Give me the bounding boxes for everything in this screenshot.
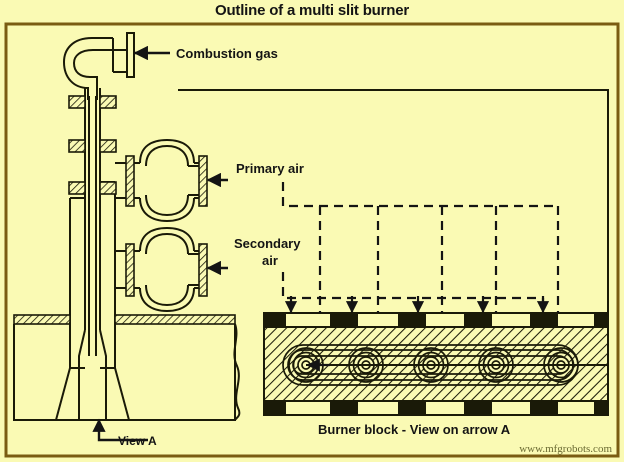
combustion-gas-route [178, 89, 609, 366]
flange-plate [125, 155, 135, 207]
secondary-air-label-line1: Secondary [234, 236, 301, 251]
primary-air-manifold [281, 182, 560, 313]
secondary-air-manifold [281, 272, 545, 310]
burner-nozzle-flare [55, 305, 130, 421]
primary-air-label: Primary air [236, 161, 304, 176]
flange-plate [68, 139, 86, 153]
view-a-label: View A [118, 434, 157, 448]
secondary-air-chamber [115, 226, 208, 313]
flange-plate [198, 155, 208, 207]
block-top-checkers [264, 313, 608, 327]
primary-air-chamber [115, 138, 208, 223]
flange-plate [99, 181, 117, 195]
flange-plate [125, 243, 135, 297]
furnace-wall [13, 314, 241, 421]
block-bottom-checkers [264, 401, 608, 415]
flange-plate [68, 181, 86, 195]
flange-plate [99, 95, 117, 109]
watermark: www.mfgrobots.com [519, 443, 612, 455]
flange-plate [99, 139, 117, 153]
flange-plate [198, 243, 208, 297]
combustion-gas-label: Combustion gas [176, 46, 278, 61]
diagram-frame [4, 22, 620, 458]
page-title: Outline of a multi slit burner [214, 2, 409, 19]
vertical-burner-pipe [69, 88, 116, 330]
view-a-leader [92, 418, 148, 442]
pipe-flange-group [68, 95, 117, 195]
air-injection-arrows [284, 296, 550, 314]
flange-plate [68, 95, 86, 109]
burner-block-caption: Burner block - View on arrow A [318, 422, 511, 437]
secondary-air-label-line2: air [262, 253, 278, 268]
